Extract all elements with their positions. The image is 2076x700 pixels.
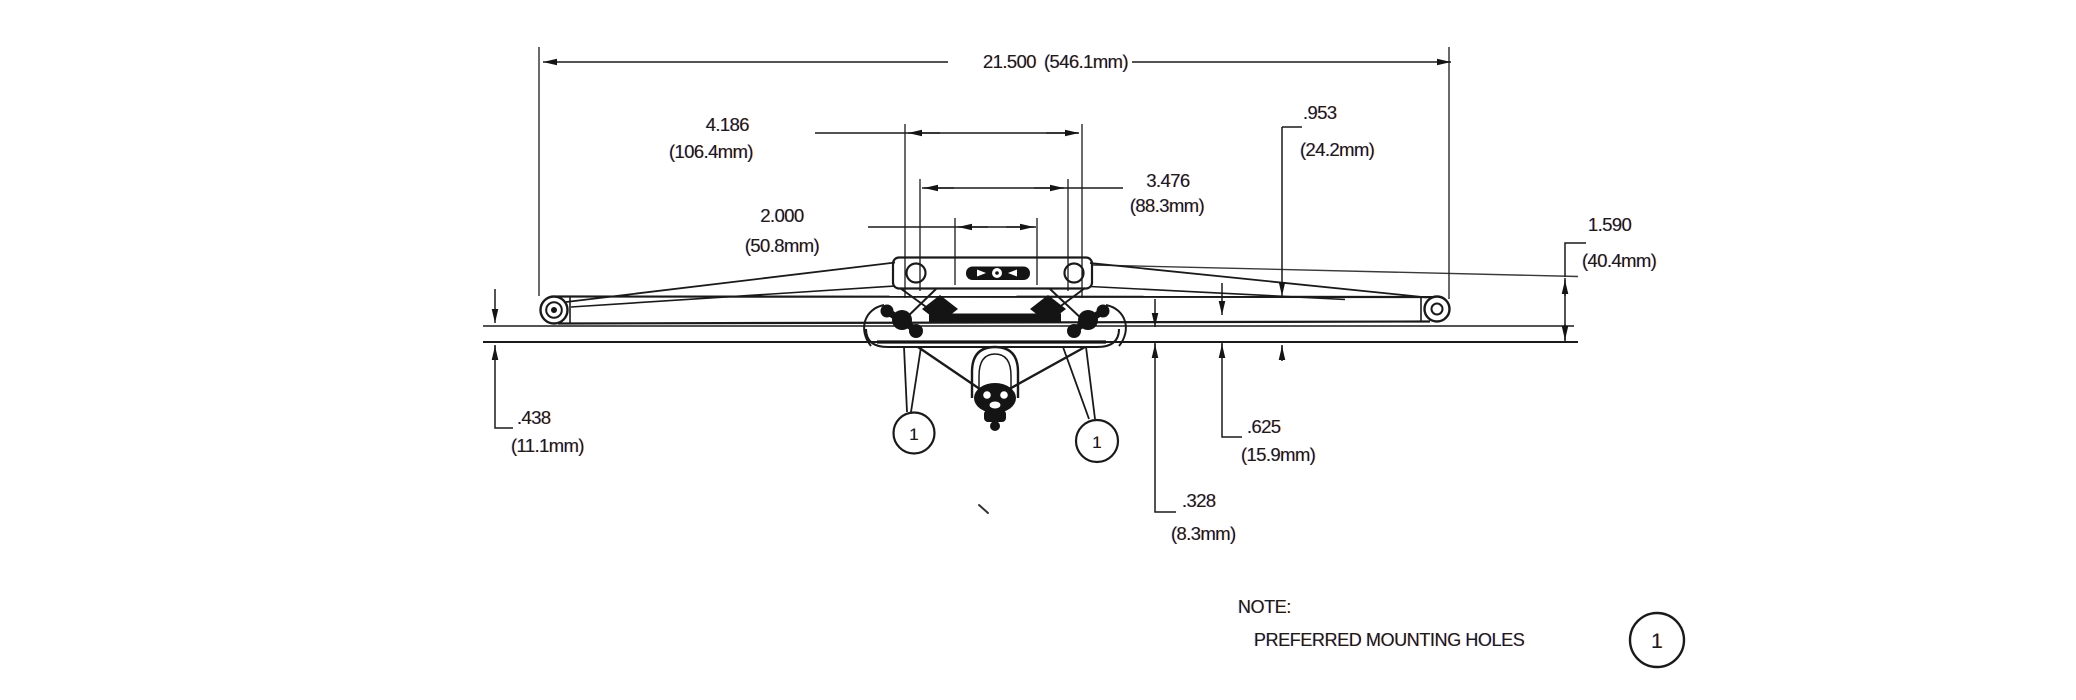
- dim-label-height-in: 1.590: [1588, 214, 1632, 235]
- note-text: PREFERRED MOUNTING HOLES: [1254, 630, 1525, 650]
- dim-label-offsetmid-mm: (15.9mm): [1241, 444, 1316, 465]
- linkage-joints: [881, 288, 1110, 338]
- dim-label-offsetleft-in: .438: [517, 407, 551, 428]
- dim-label-outer-in: 4.186: [706, 114, 750, 135]
- dim-label-armheight-in: .953: [1303, 102, 1337, 123]
- slide-track: [893, 258, 1092, 289]
- dim-label-offsetinner-mm: (8.3mm): [1171, 523, 1236, 544]
- dim-base-offset-inner: .328 (8.3mm): [1155, 299, 1236, 544]
- dim-label-height-mm: (40.4mm): [1582, 250, 1657, 271]
- dim-base-offset-left: .438 (11.1mm): [495, 289, 584, 456]
- dim-label-offsetmid-in: .625: [1247, 416, 1281, 437]
- dim-label-overall-mm: (546.1mm): [1044, 51, 1128, 72]
- dim-label-mid-in: 3.476: [1146, 170, 1190, 191]
- dim-base-offset-mid: .625 (15.9mm): [1222, 283, 1316, 465]
- dim-label-outer-mm: (106.4mm): [669, 141, 753, 162]
- dim-label-inner-in: 2.000: [760, 205, 804, 226]
- dim-overall-length: 21.500 (546.1mm): [539, 47, 1451, 299]
- dim-label-offsetleft-mm: (11.1mm): [511, 435, 584, 456]
- arm-right-pivot: [1425, 297, 1450, 322]
- track-hole-left: [907, 264, 926, 283]
- dim-label-overall-in: 21.500: [983, 51, 1036, 72]
- balloon-left-number: 1: [909, 425, 918, 444]
- balloon-legend: 1: [1630, 613, 1684, 667]
- balloon-right-number: 1: [1092, 433, 1101, 452]
- dim-mount-span-mid: 3.476 (88.3mm): [920, 170, 1205, 291]
- dim-label-inner-mm: (50.8mm): [745, 235, 820, 256]
- dim-label-offsetinner-in: .328: [1182, 490, 1216, 511]
- note-label: NOTE:: [1238, 597, 1291, 617]
- reference-lines: [483, 265, 1578, 342]
- note-block: NOTE: PREFERRED MOUNTING HOLES: [1238, 597, 1525, 650]
- dim-overall-height: 1.590 (40.4mm): [1565, 214, 1657, 342]
- dim-label-mid-mm: (88.3mm): [1130, 195, 1205, 216]
- dim-label-armheight-mm: (24.2mm): [1300, 139, 1375, 160]
- balloon-left: 1: [894, 413, 935, 454]
- window-operator-side-view: 1 1: [541, 258, 1450, 514]
- balloon-right: 1: [1076, 420, 1118, 462]
- scan-speck: [979, 505, 988, 513]
- balloon-legend-number: 1: [1651, 630, 1663, 653]
